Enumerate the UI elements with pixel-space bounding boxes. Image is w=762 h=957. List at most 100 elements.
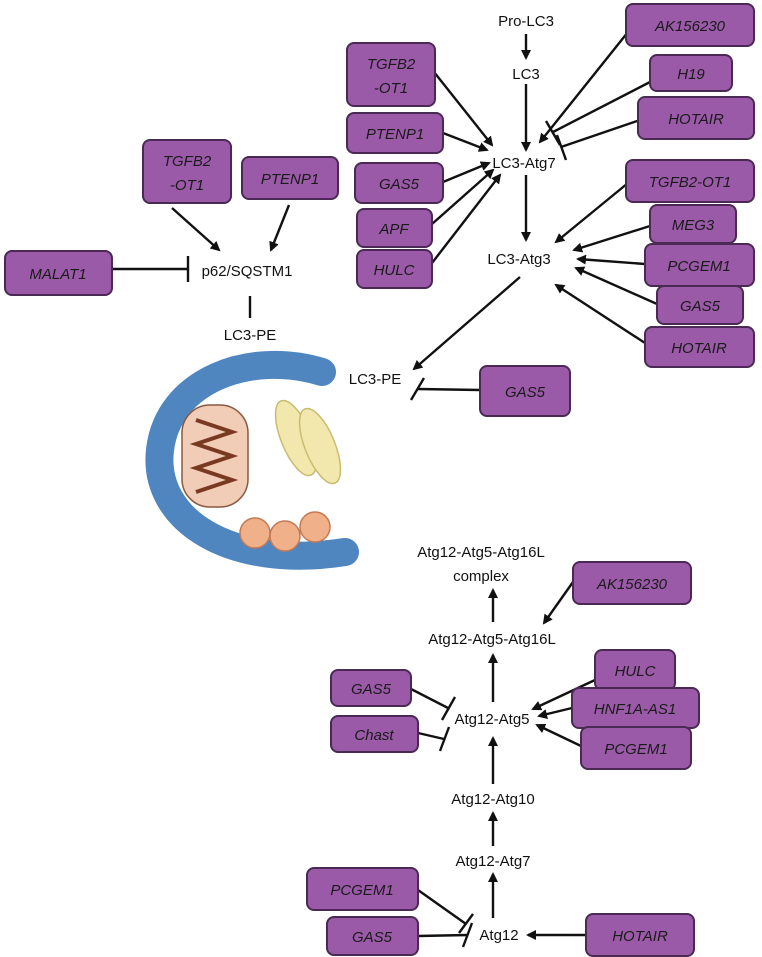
endoplasmic-reticulum-icon bbox=[274, 399, 342, 485]
edge-gas5-lc3atg7 bbox=[442, 161, 491, 184]
edge-gas5-inhibit-lc3pe bbox=[417, 387, 481, 392]
box-hulc-bottom: HULC bbox=[594, 649, 676, 691]
edge-lc3atg3-lc3pe bbox=[412, 276, 521, 371]
lncrna-boxes: AK156230 H19 HOTAIR TGFB2 -OT1 PTENP1 GA… bbox=[4, 3, 755, 957]
box-hnf1a-as1: HNF1A-AS1 bbox=[571, 687, 700, 729]
svg-text:TGFB2: TGFB2 bbox=[163, 153, 212, 170]
box-hotair-top: HOTAIR bbox=[637, 96, 755, 140]
edge-tgfb2ot1-lc3atg3 bbox=[554, 182, 629, 244]
svg-text:AK156230: AK156230 bbox=[596, 576, 668, 593]
box-meg3: MEG3 bbox=[649, 204, 737, 244]
svg-text:H19: H19 bbox=[677, 66, 705, 83]
edge-ak156230-lc3 bbox=[538, 31, 629, 144]
node-atg12-atg7: Atg12-Atg7 bbox=[455, 853, 530, 870]
node-atg12: Atg12 bbox=[479, 927, 518, 944]
box-tgfb2-ot1-right: TGFB2-OT1 bbox=[625, 159, 755, 203]
svg-text:HOTAIR: HOTAIR bbox=[668, 111, 724, 128]
edge-apf-lc3atg7 bbox=[431, 168, 495, 225]
svg-text:GAS5: GAS5 bbox=[379, 176, 420, 193]
svg-text:HULC: HULC bbox=[615, 663, 656, 680]
svg-text:TGFB2-OT1: TGFB2-OT1 bbox=[649, 174, 732, 191]
node-lc3-atg3: LC3-Atg3 bbox=[487, 251, 550, 268]
box-gas5-mid: GAS5 bbox=[354, 162, 444, 204]
edge-gas5-inhibit-atg12atg5-bar bbox=[440, 696, 457, 721]
svg-text:GAS5: GAS5 bbox=[505, 384, 546, 401]
svg-text:-OT1: -OT1 bbox=[374, 80, 408, 97]
svg-text:TGFB2: TGFB2 bbox=[367, 56, 416, 73]
svg-text:-OT1: -OT1 bbox=[170, 177, 204, 194]
svg-text:PCGEM1: PCGEM1 bbox=[330, 882, 393, 899]
svg-text:GAS5: GAS5 bbox=[680, 298, 721, 315]
edge-h19-inhibit bbox=[552, 80, 651, 134]
svg-text:PTENP1: PTENP1 bbox=[366, 126, 424, 143]
svg-text:HULC: HULC bbox=[374, 262, 415, 279]
edge-hulc-atg12atg5 bbox=[531, 678, 596, 711]
node-lc3: LC3 bbox=[512, 66, 540, 83]
edge-hulc-lc3atg7 bbox=[431, 173, 502, 264]
edge-gas5-inhibit-lc3pe-bar bbox=[409, 377, 426, 401]
box-tgfb2-ot1-top: TGFB2 -OT1 bbox=[346, 42, 436, 107]
edge-hnf1a-atg12atg5 bbox=[537, 706, 573, 719]
box-pcgem1-atg12: PCGEM1 bbox=[306, 867, 419, 911]
svg-text:HOTAIR: HOTAIR bbox=[612, 928, 668, 945]
svg-text:HOTAIR: HOTAIR bbox=[671, 340, 727, 357]
edge-ptenp1-p62 bbox=[269, 204, 291, 252]
box-tgfb2-ot1-left: TGFB2 -OT1 bbox=[142, 139, 232, 204]
edge-gas5-inhibit-atg12atg5 bbox=[410, 687, 449, 710]
edge-hotair-inhibit bbox=[560, 118, 641, 149]
edge-pcgem1-inhibit-atg12 bbox=[417, 889, 467, 925]
node-atg12-atg5-atg16l: Atg12-Atg5-Atg16L bbox=[428, 631, 556, 648]
svg-text:Chast: Chast bbox=[354, 727, 394, 744]
svg-text:GAS5: GAS5 bbox=[351, 681, 392, 698]
edge-pcgem1-atg12atg5 bbox=[535, 723, 582, 748]
edge-tgfb2ot1-lc3atg7 bbox=[433, 71, 494, 147]
edge-h19-inhibit-bar bbox=[544, 120, 562, 146]
box-apf: APF bbox=[356, 208, 433, 248]
box-pcgem1-bottom: PCGEM1 bbox=[580, 726, 692, 770]
edge-gas5-inhibit-atg12 bbox=[417, 933, 469, 938]
node-complex-line2: complex bbox=[453, 568, 509, 585]
box-pcgem1-right: PCGEM1 bbox=[644, 243, 755, 287]
node-lc3-atg7: LC3-Atg7 bbox=[492, 155, 555, 172]
box-gas5-right: GAS5 bbox=[656, 285, 744, 325]
edge-meg3-lc3atg3 bbox=[572, 224, 651, 253]
edge-chast-inhibit-atg12atg5-bar bbox=[438, 726, 451, 752]
mitochondrion-icon bbox=[181, 404, 249, 508]
node-complex-line1: Atg12-Atg5-Atg16L bbox=[417, 544, 545, 561]
svg-text:PCGEM1: PCGEM1 bbox=[604, 741, 667, 758]
node-p62-sqstm1: p62/SQSTM1 bbox=[202, 263, 293, 280]
box-gas5-atg12: GAS5 bbox=[326, 916, 419, 956]
edge-hotair-lc3atg3 bbox=[554, 283, 646, 345]
node-pro-lc3: Pro-LC3 bbox=[498, 13, 554, 30]
box-malat1: MALAT1 bbox=[4, 250, 113, 296]
box-ak156230-top: AK156230 bbox=[625, 3, 755, 47]
edge-pcgem1-lc3atg3 bbox=[576, 254, 646, 266]
phagophore-membrane bbox=[145, 351, 359, 570]
edge-hotair-inhibit-bar bbox=[555, 134, 568, 161]
svg-text:HNF1A-AS1: HNF1A-AS1 bbox=[594, 701, 677, 718]
svg-text:APF: APF bbox=[378, 221, 409, 238]
edge-chast-inhibit-atg12atg5 bbox=[417, 731, 445, 741]
box-chast: Chast bbox=[330, 715, 419, 753]
box-gas5-lc3pe: GAS5 bbox=[479, 365, 571, 417]
svg-text:GAS5: GAS5 bbox=[352, 929, 393, 946]
box-gas5-atg12-atg5: GAS5 bbox=[330, 669, 412, 707]
edge-ak156230-atg16l bbox=[542, 581, 574, 625]
box-hotair-right: HOTAIR bbox=[644, 326, 755, 368]
autophagosome-illustration bbox=[145, 351, 359, 570]
node-atg12-atg10: Atg12-Atg10 bbox=[451, 791, 534, 808]
svg-text:AK156230: AK156230 bbox=[654, 18, 726, 35]
box-ak156230-bottom: AK156230 bbox=[572, 561, 692, 605]
edge-gas5-lc3atg3 bbox=[574, 266, 658, 306]
node-lc3-pe-main: LC3-PE bbox=[349, 371, 402, 388]
box-hotair-atg12: HOTAIR bbox=[585, 913, 695, 957]
node-atg12-atg5: Atg12-Atg5 bbox=[454, 711, 529, 728]
box-ptenp1-left: PTENP1 bbox=[241, 156, 339, 200]
svg-text:MALAT1: MALAT1 bbox=[29, 266, 86, 283]
box-hulc-mid: HULC bbox=[356, 249, 433, 289]
svg-text:PTENP1: PTENP1 bbox=[261, 171, 319, 188]
edge-gas5-inhibit-atg12-bar bbox=[461, 922, 474, 948]
box-h19: H19 bbox=[649, 54, 733, 92]
pathway-nodes: Pro-LC3 LC3 LC3-Atg7 LC3-Atg3 LC3-PE p62… bbox=[202, 13, 556, 944]
